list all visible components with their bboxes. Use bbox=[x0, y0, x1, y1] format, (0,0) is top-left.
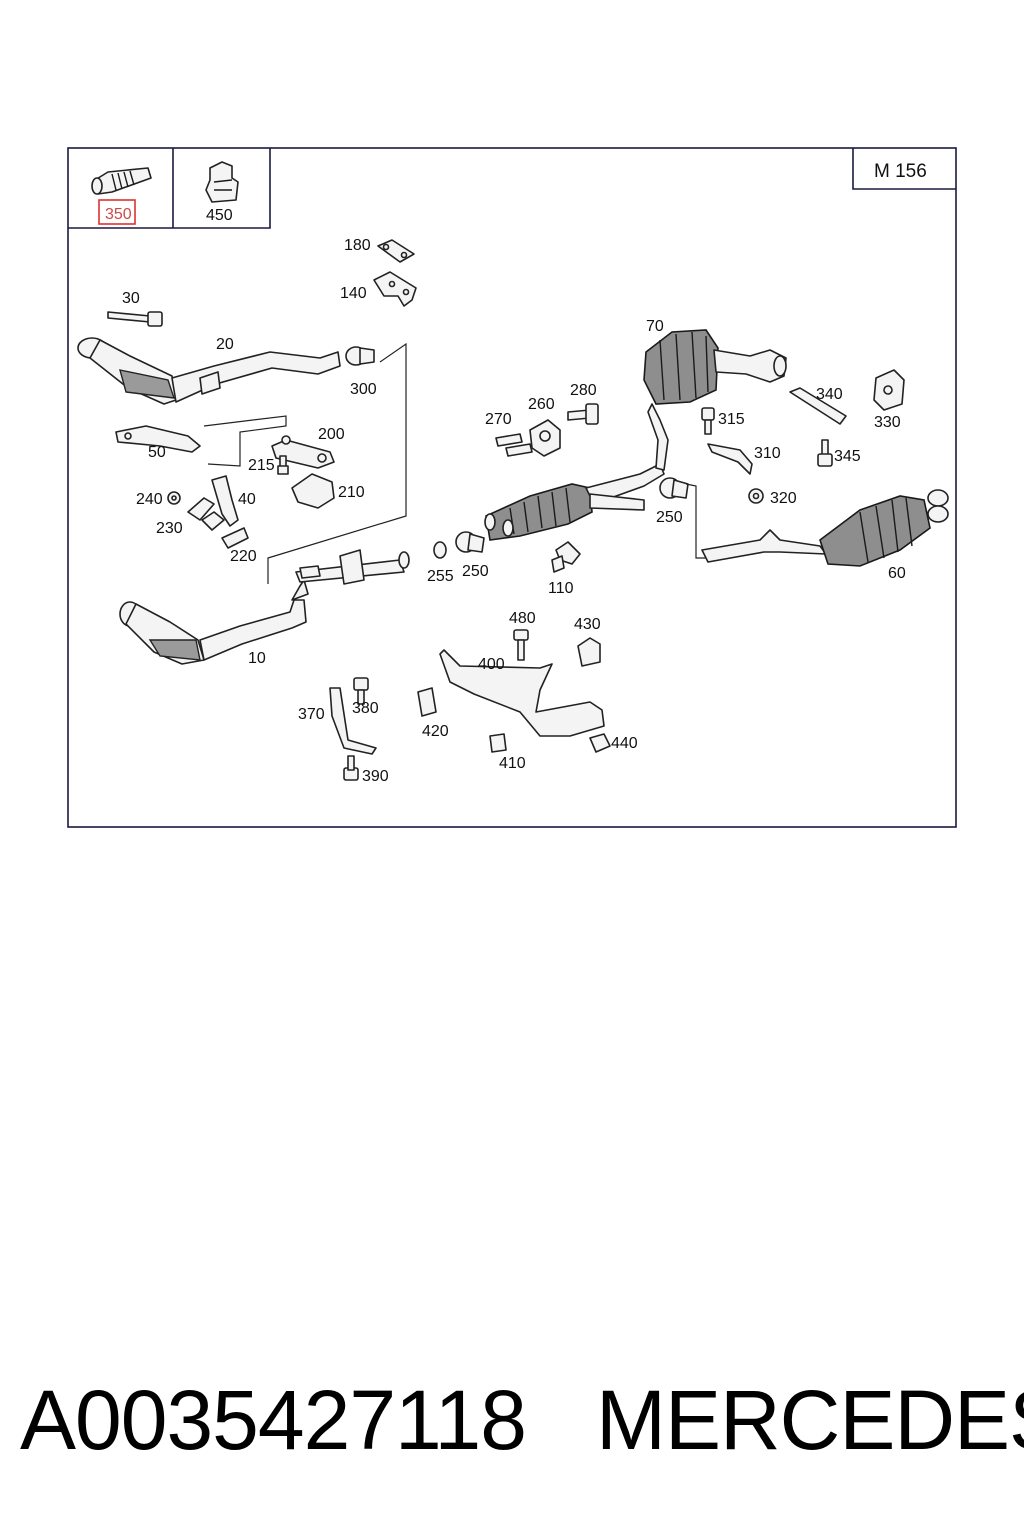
inset-label-450: 450 bbox=[206, 207, 233, 224]
screw-345[interactable] bbox=[817, 439, 833, 467]
bracket-400[interactable] bbox=[439, 649, 605, 737]
bracket-180[interactable] bbox=[377, 239, 415, 263]
brand-name: MERCEDES bbox=[596, 1373, 1024, 1467]
callout-420: 420 bbox=[422, 723, 449, 740]
bracket-40[interactable] bbox=[211, 475, 239, 527]
bolt-280[interactable] bbox=[567, 403, 599, 425]
screw-215[interactable] bbox=[277, 455, 289, 475]
callout-300: 300 bbox=[350, 381, 377, 398]
clip-410[interactable] bbox=[489, 733, 507, 753]
bracket-340[interactable] bbox=[789, 387, 847, 425]
screw-390[interactable] bbox=[343, 755, 359, 781]
callout-280: 280 bbox=[570, 382, 597, 399]
callout-240: 240 bbox=[136, 491, 163, 508]
plate-230[interactable] bbox=[187, 497, 225, 531]
mount-330[interactable] bbox=[873, 369, 905, 411]
callout-380: 380 bbox=[352, 700, 379, 717]
bracket-140[interactable] bbox=[373, 271, 417, 307]
callout-330: 330 bbox=[874, 414, 901, 431]
callout-390: 390 bbox=[362, 768, 389, 785]
callout-340: 340 bbox=[816, 386, 843, 403]
callout-10: 10 bbox=[248, 650, 266, 667]
inset-panel bbox=[68, 148, 271, 229]
rear-muffler-70[interactable] bbox=[643, 329, 787, 471]
callout-50: 50 bbox=[148, 444, 166, 461]
bracket-370[interactable] bbox=[329, 687, 377, 755]
highlight-box bbox=[98, 199, 136, 225]
callout-110: 110 bbox=[548, 580, 574, 597]
callout-180: 180 bbox=[344, 237, 371, 254]
nut-320[interactable] bbox=[748, 488, 764, 504]
bracket-110[interactable] bbox=[551, 541, 581, 573]
hanger-260[interactable] bbox=[529, 419, 561, 457]
inset-label-350: 350 bbox=[105, 206, 132, 223]
rear-muffler-60[interactable] bbox=[701, 489, 949, 567]
callout-410: 410 bbox=[499, 755, 526, 772]
leader-250-60 bbox=[685, 483, 712, 559]
inset-part-350[interactable]: 350 bbox=[91, 167, 152, 225]
callout-310: 310 bbox=[754, 445, 781, 462]
callout-430: 430 bbox=[574, 616, 601, 633]
callout-400: 400 bbox=[478, 656, 505, 673]
callout-200: 200 bbox=[318, 426, 345, 443]
diagram-frame bbox=[67, 147, 957, 828]
callout-40: 40 bbox=[238, 491, 256, 508]
center-muffler[interactable] bbox=[484, 463, 665, 541]
callout-440: 440 bbox=[611, 735, 638, 752]
leader-40-group bbox=[203, 415, 287, 467]
front-pipe-10[interactable] bbox=[119, 579, 309, 665]
callout-20: 20 bbox=[216, 336, 234, 353]
callout-labels: 180 140 30 20 300 70 340 330 280 260 270… bbox=[122, 237, 906, 785]
clamp-250-right[interactable] bbox=[659, 477, 689, 499]
nut-240[interactable] bbox=[167, 491, 181, 505]
callout-255: 255 bbox=[427, 568, 454, 585]
bracket-50[interactable] bbox=[115, 425, 201, 453]
callout-70: 70 bbox=[646, 318, 664, 335]
callout-230: 230 bbox=[156, 520, 183, 537]
callout-370: 370 bbox=[298, 706, 325, 723]
callout-30: 30 bbox=[122, 290, 140, 307]
callout-215: 215 bbox=[248, 457, 275, 474]
clip-420[interactable] bbox=[417, 687, 437, 717]
seal-255[interactable] bbox=[433, 541, 447, 559]
leader-300-group bbox=[267, 342, 407, 584]
part-number: A0035427118 bbox=[20, 1373, 527, 1467]
bolt-270[interactable] bbox=[495, 433, 533, 457]
callout-270: 270 bbox=[485, 411, 512, 428]
callout-140: 140 bbox=[340, 285, 367, 302]
engine-code-label: M 156 bbox=[874, 161, 927, 182]
bolt-480[interactable] bbox=[513, 629, 529, 661]
inset-part-450[interactable]: 450 bbox=[205, 161, 239, 224]
callout-315: 315 bbox=[718, 411, 745, 428]
engine-code-box: M 156 bbox=[852, 148, 956, 190]
callout-260: 260 bbox=[528, 396, 555, 413]
callout-320: 320 bbox=[770, 490, 797, 507]
callout-60: 60 bbox=[888, 565, 906, 582]
bracket-200[interactable] bbox=[271, 435, 335, 469]
callout-220: 220 bbox=[230, 548, 257, 565]
clip-220[interactable] bbox=[221, 527, 249, 549]
mount-210[interactable] bbox=[291, 473, 335, 509]
hanger-310[interactable] bbox=[707, 443, 753, 475]
callout-480: 480 bbox=[509, 610, 536, 627]
callout-210: 210 bbox=[338, 484, 365, 501]
screw-380[interactable] bbox=[353, 677, 369, 705]
front-pipe-20[interactable] bbox=[77, 337, 341, 405]
bolt-30[interactable] bbox=[107, 311, 163, 327]
clip-440[interactable] bbox=[589, 733, 611, 753]
callout-345: 345 bbox=[834, 448, 861, 465]
clip-430[interactable] bbox=[577, 637, 601, 667]
screw-315[interactable] bbox=[701, 407, 715, 435]
center-pipe[interactable] bbox=[295, 549, 410, 585]
callout-250-right: 250 bbox=[656, 509, 683, 526]
clamp-250-left[interactable] bbox=[455, 531, 485, 553]
clamp-300[interactable] bbox=[345, 346, 375, 366]
callout-250-left: 250 bbox=[462, 563, 489, 580]
